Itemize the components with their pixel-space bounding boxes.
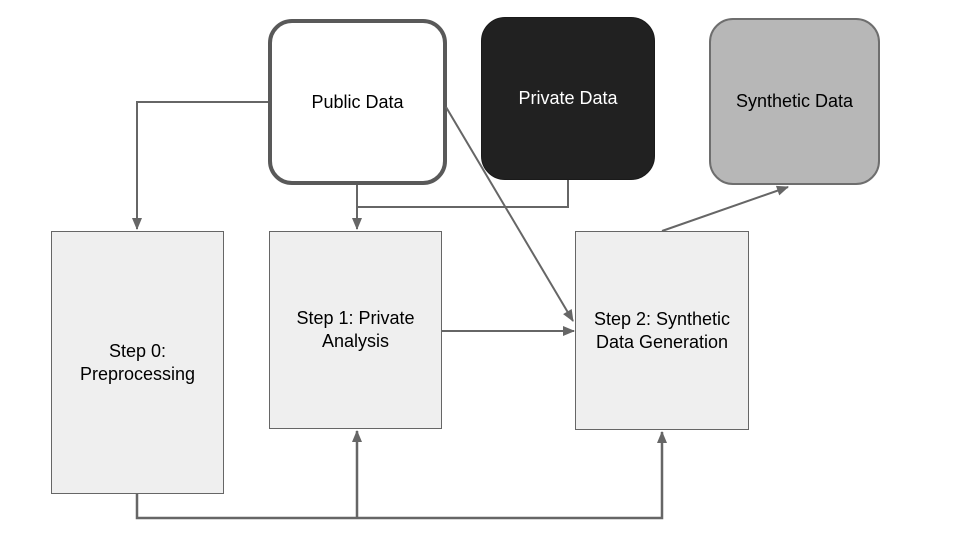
node-synthetic-data-label: Synthetic Data [735,91,854,111]
node-step2-synthetic-data-generation: Step 2: Synthetic Data Generation [575,231,749,430]
edge-public-to-step0 [132,101,268,230]
node-private-data-label: Private Data [518,88,618,108]
node-step1-private-analysis: Step 1: Private Analysis [269,231,442,429]
node-private-data: Private Data [481,17,655,180]
node-public-data: Public Data [268,19,447,185]
node-synthetic-data: Synthetic Data [709,18,880,185]
edge-step2-to-synthetic [661,185,789,232]
node-step1-label: Step 1: Private Analysis [296,308,415,351]
node-step2-label: Step 2: Synthetic Data Generation [593,308,731,352]
node-public-data-label: Public Data [311,91,404,112]
node-step0-preprocessing: Step 0: Preprocessing [51,231,224,494]
node-step0-label: Step 0: Preprocessing [79,340,196,384]
